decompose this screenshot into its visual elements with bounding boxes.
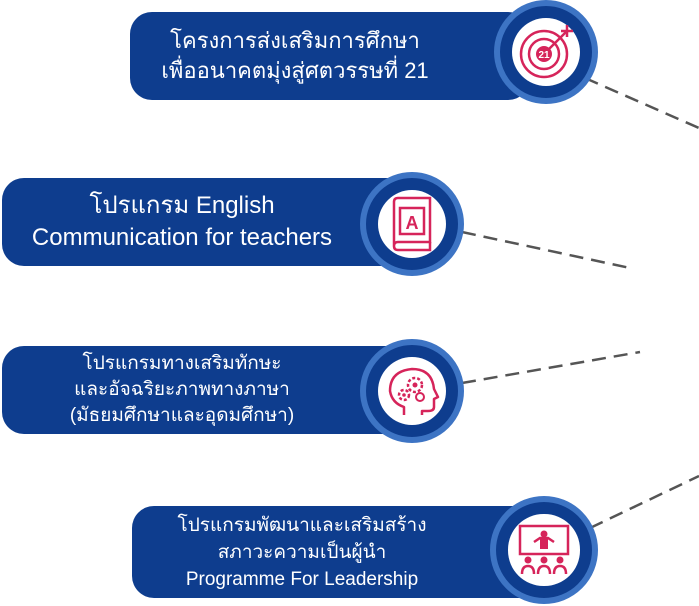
program-item-4: โปรแกรมพัฒนาและเสริมสร้าง สภาวะความเป็นผ… [132, 506, 542, 598]
program-item-3-line-2: และอัจฉริยะภาพทางภาษา [74, 379, 290, 400]
program-item-1: โครงการส่งเสริมการศึกษา เพื่ออนาคตมุ่งสู… [130, 12, 530, 100]
program-item-1-line-2: เพื่ออนาคตมุ่งสู่ศตวรรษที่ 21 [161, 58, 429, 83]
program-item-1-line-1: โครงการส่งเสริมการศึกษา [170, 28, 420, 53]
program-item-3-line-3: (มัธยมศึกษาและอุดมศึกษา) [69, 405, 295, 426]
connector-3 [461, 350, 641, 385]
program-item-2-line-2: Communication for teachers [31, 224, 333, 251]
program-item-3-line-1: โปรแกรมทางเสริมทักษะ [82, 353, 282, 374]
target-number: 21 [538, 50, 550, 61]
program-badge-4 [490, 496, 598, 604]
program-badge-1: 21 [494, 0, 598, 104]
program-item-4-line-3: Programme For Leadership [185, 568, 419, 590]
book-a-icon: A [392, 196, 432, 252]
program-item-4-line-2: สภาวะความเป็นผู้นำ [217, 541, 387, 563]
book-letter: A [405, 213, 418, 233]
program-item-2-line-1: โปรแกรม English [89, 192, 275, 219]
connector-4 [589, 474, 699, 530]
program-badge-2: A [360, 172, 464, 276]
program-item-4-line-1: โปรแกรมพัฒนาและเสริมสร้าง [177, 514, 427, 536]
program-badge-3 [360, 339, 464, 443]
program-item-3: โปรแกรมทางเสริมทักษะ และอัจฉริยะภาพทางภา… [2, 346, 422, 434]
presentation-audience-icon [518, 524, 570, 575]
target-21-icon: 21 [519, 24, 573, 79]
program-item-2: โปรแกรม English Communication for teache… [2, 178, 422, 266]
connector-2 [461, 230, 631, 270]
connector-1 [584, 76, 699, 130]
head-gears-icon [388, 367, 440, 415]
